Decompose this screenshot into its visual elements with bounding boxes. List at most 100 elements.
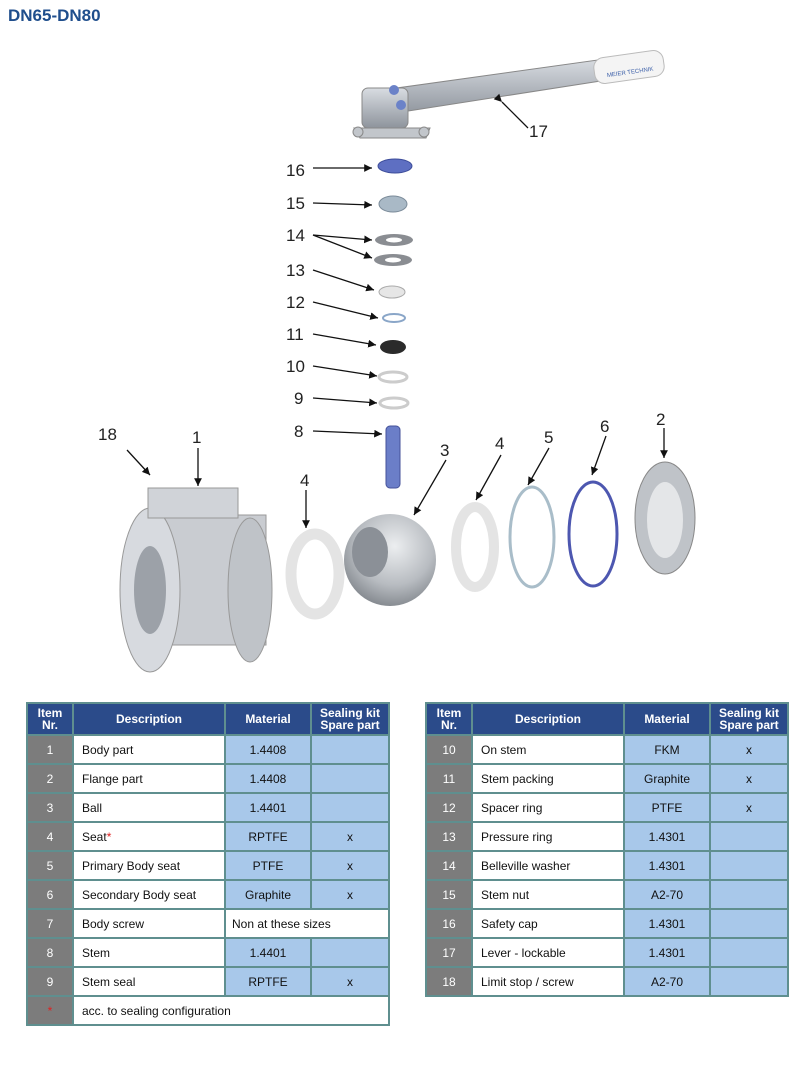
item-sealing: x bbox=[310, 850, 390, 881]
leader-lines bbox=[126, 93, 668, 528]
valve-body bbox=[119, 487, 273, 673]
item-description: Flange part bbox=[72, 763, 226, 794]
header-material: Material bbox=[623, 702, 711, 736]
callout-9: 9 bbox=[294, 389, 303, 408]
item-nr: 3 bbox=[26, 792, 74, 823]
callout-15: 15 bbox=[286, 194, 305, 213]
item-description: Primary Body seat bbox=[72, 850, 226, 881]
callout-18: 18 bbox=[98, 425, 117, 444]
footnote-star: * bbox=[106, 829, 112, 844]
item-sealing bbox=[709, 879, 789, 910]
callout-11: 11 bbox=[286, 325, 304, 344]
item-description: Pressure ring bbox=[471, 821, 625, 852]
item-material: A2-70 bbox=[623, 966, 711, 997]
callout-13: 13 bbox=[286, 261, 305, 280]
callout-17: 17 bbox=[529, 122, 548, 141]
item-material: 1.4401 bbox=[224, 792, 312, 823]
table-row: 14 Belleville washer 1.4301 bbox=[425, 850, 789, 881]
item-nr: 11 bbox=[425, 763, 473, 794]
header-description: Description bbox=[72, 702, 226, 736]
item-material: A2-70 bbox=[623, 879, 711, 910]
item-material: 1.4408 bbox=[224, 763, 312, 794]
item-description: Stem seal bbox=[72, 966, 226, 997]
item-description: Safety cap bbox=[471, 908, 625, 939]
table-row: 7 Body screw Non at these sizes bbox=[26, 908, 390, 939]
item-sealing: x bbox=[310, 821, 390, 852]
table-row: 10 On stem FKM x bbox=[425, 734, 789, 765]
item-description: Lever - lockable bbox=[471, 937, 625, 968]
item-nr: 1 bbox=[26, 734, 74, 765]
exploded-view-diagram: MEIER TECHNIK bbox=[98, 50, 696, 673]
table-row: 5 Primary Body seat PTFE x bbox=[26, 850, 390, 881]
callout-12: 12 bbox=[286, 293, 305, 312]
footnote-text: acc. to sealing configuration bbox=[72, 995, 390, 1026]
item-nr: 13 bbox=[425, 821, 473, 852]
header-description: Description bbox=[471, 702, 625, 736]
item-nr: 14 bbox=[425, 850, 473, 881]
seat-left bbox=[285, 528, 345, 620]
item-description: Body part bbox=[72, 734, 226, 765]
item-nr: 18 bbox=[425, 966, 473, 997]
stem-stack bbox=[374, 158, 413, 489]
item-description: Secondary Body seat bbox=[72, 879, 226, 910]
table-row: 11 Stem packing Graphite x bbox=[425, 763, 789, 794]
item-description: Stem packing bbox=[471, 763, 625, 794]
item-material: PTFE bbox=[623, 792, 711, 823]
table-row: 13 Pressure ring 1.4301 bbox=[425, 821, 789, 852]
item-description: Spacer ring bbox=[471, 792, 625, 823]
item-nr: 4 bbox=[26, 821, 74, 852]
item-material: RPTFE bbox=[224, 821, 312, 852]
item-sealing bbox=[709, 966, 789, 997]
seat-right bbox=[451, 502, 499, 592]
item-material: 1.4301 bbox=[623, 821, 711, 852]
table-row: 12 Spacer ring PTFE x bbox=[425, 792, 789, 823]
item-sealing: x bbox=[310, 966, 390, 997]
callout-14: 14 bbox=[286, 226, 305, 245]
item-nr: 8 bbox=[26, 937, 74, 968]
table-row: 18 Limit stop / screw A2-70 bbox=[425, 966, 789, 997]
item-nr: 9 bbox=[26, 966, 74, 997]
secondary-body-seat bbox=[567, 480, 619, 588]
item-sealing bbox=[310, 937, 390, 968]
item-sealing bbox=[310, 734, 390, 765]
item-description: Ball bbox=[72, 792, 226, 823]
callout-1: 1 bbox=[192, 428, 201, 447]
callout-4b: 4 bbox=[495, 434, 504, 453]
item-material: RPTFE bbox=[224, 966, 312, 997]
item-description: Belleville washer bbox=[471, 850, 625, 881]
table-row: 15 Stem nut A2-70 bbox=[425, 879, 789, 910]
item-material: FKM bbox=[623, 734, 711, 765]
table-row: 9 Stem seal RPTFE x bbox=[26, 966, 390, 997]
callout-5: 5 bbox=[544, 428, 553, 447]
item-material: 1.4408 bbox=[224, 734, 312, 765]
lever: MEIER TECHNIK bbox=[352, 50, 665, 139]
item-sealing: x bbox=[709, 792, 789, 823]
callout-16: 16 bbox=[286, 161, 305, 180]
item-sealing: x bbox=[709, 763, 789, 794]
table-row: 1 Body part 1.4408 bbox=[26, 734, 390, 765]
item-nr: 7 bbox=[26, 908, 74, 939]
item-description: Limit stop / screw bbox=[471, 966, 625, 997]
item-sealing bbox=[709, 821, 789, 852]
flange-part bbox=[634, 461, 696, 575]
item-description: Stem bbox=[72, 937, 226, 968]
callout-2: 2 bbox=[656, 410, 665, 429]
footnote-row: * acc. to sealing configuration bbox=[26, 995, 390, 1026]
item-sealing bbox=[709, 937, 789, 968]
table-row: 8 Stem 1.4401 bbox=[26, 937, 390, 968]
item-material: 1.4301 bbox=[623, 937, 711, 968]
table-row: 4 Seat* RPTFE x bbox=[26, 821, 390, 852]
item-description: Stem nut bbox=[471, 879, 625, 910]
item-nr: 12 bbox=[425, 792, 473, 823]
callout-8: 8 bbox=[294, 422, 303, 441]
item-sealing bbox=[310, 792, 390, 823]
footnote-mark: * bbox=[26, 995, 74, 1026]
page-title: DN65-DN80 bbox=[8, 6, 101, 25]
primary-body-seat bbox=[508, 485, 556, 589]
item-nr: 5 bbox=[26, 850, 74, 881]
